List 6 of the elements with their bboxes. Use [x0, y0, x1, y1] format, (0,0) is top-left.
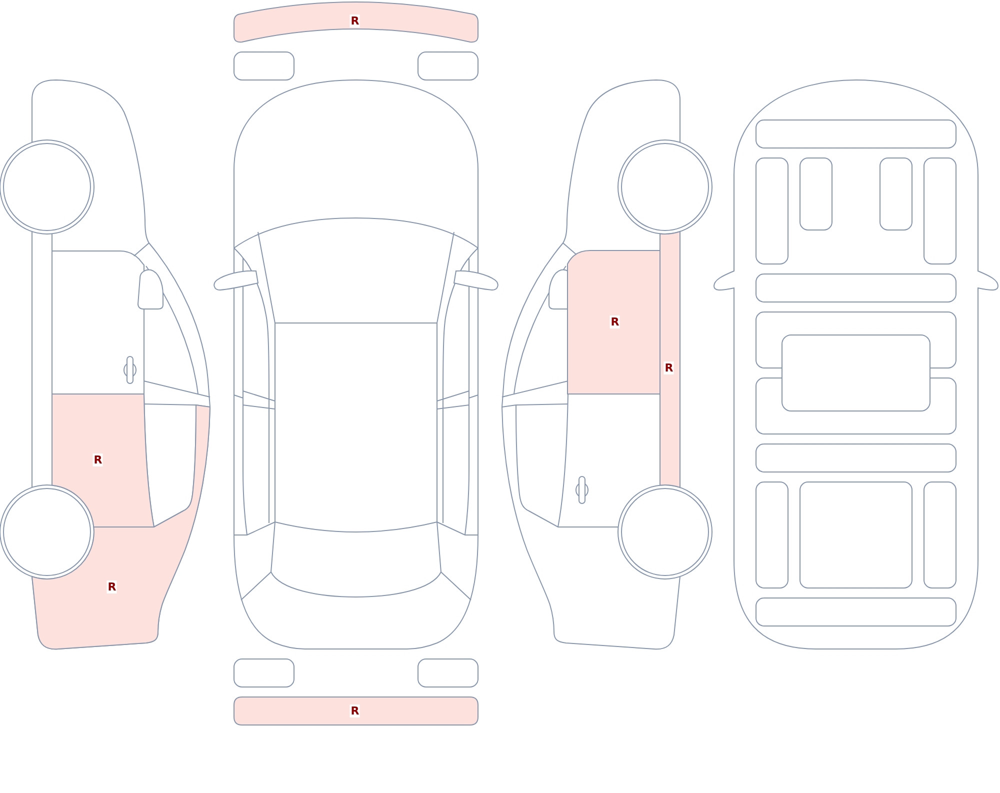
panel-mark-label: R: [664, 362, 674, 374]
panel-mark-label: R: [106, 580, 118, 594]
panel-mark-label: R: [610, 316, 620, 328]
panel-mark-label: R: [92, 454, 104, 466]
panel-mark-label: R: [350, 704, 360, 718]
panel-mark-label: R: [350, 14, 360, 28]
